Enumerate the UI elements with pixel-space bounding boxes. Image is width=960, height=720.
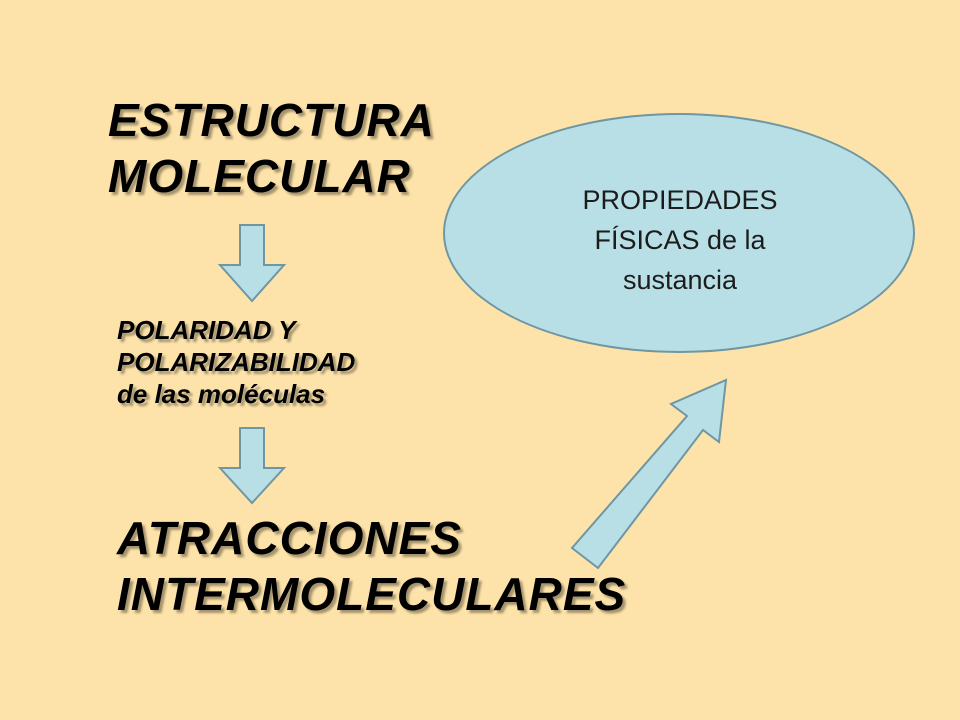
physical-properties-text: PROPIEDADES FÍSICAS de la sustancia: [510, 180, 850, 300]
physical-properties-ellipse: [443, 113, 915, 353]
polarity-line-2: POLARIZABILIDAD: [117, 347, 356, 377]
properties-line-1: PROPIEDADES: [582, 185, 778, 215]
polarity-line-1: POLARIDAD Y: [117, 315, 296, 345]
structure-title-line-1: ESTRUCTURA: [108, 94, 435, 146]
down-arrow-1: [217, 224, 287, 303]
structure-molecular-title: ESTRUCTURA MOLECULAR: [108, 92, 435, 204]
down-arrow-2: [217, 427, 287, 505]
diagonal-arrow: [570, 378, 728, 570]
intermolecular-attractions-title: ATRACCIONES INTERMOLECULARES: [117, 510, 626, 622]
properties-line-2: FÍSICAS de la: [594, 225, 766, 255]
polarity-label: POLARIDAD Y POLARIZABILIDAD de las moléc…: [117, 314, 355, 410]
attractions-line-2: INTERMOLECULARES: [117, 568, 627, 620]
properties-line-3: sustancia: [622, 265, 738, 295]
attractions-line-1: ATRACCIONES: [117, 512, 462, 564]
structure-title-line-2: MOLECULAR: [108, 150, 411, 202]
polarity-line-3: de las moléculas: [117, 379, 326, 409]
